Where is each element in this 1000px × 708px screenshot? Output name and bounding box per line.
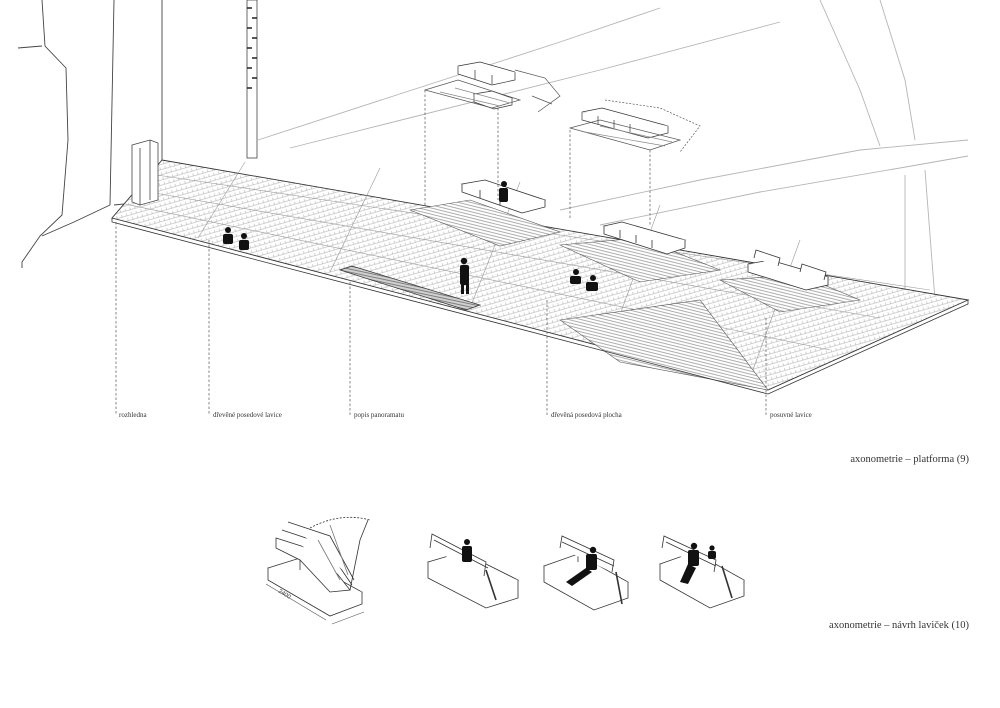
bench-detail-upper	[423, 61, 561, 113]
platform-deck	[111, 159, 970, 395]
tower-mast	[246, 0, 258, 159]
panorama-strip	[338, 265, 482, 311]
bench-design-1	[426, 533, 520, 609]
deck-benches	[460, 179, 830, 291]
bench-detail-right	[568, 99, 701, 153]
bench-design-2	[543, 535, 629, 611]
bench-design-exploded	[265, 516, 371, 625]
projection-lines	[115, 90, 767, 415]
label-drevena-plocha: dřevěná posedová plocha	[551, 411, 622, 419]
entrance-pillar	[131, 139, 159, 206]
label-drevene-lavice: dřevěné posedové lavice	[213, 411, 282, 419]
label-popis-panoramatu: popis panoramatu	[354, 411, 404, 419]
people-silhouettes	[223, 181, 598, 294]
label-posuvne-lavice: posuvné lavice	[770, 411, 812, 419]
building-outline	[17, 0, 163, 268]
caption-platform: axonometrie – platforma (9)	[850, 454, 969, 465]
label-rozhledna: rozhledna	[119, 411, 147, 419]
bench-design-3	[659, 535, 745, 609]
terrain-lines	[257, 0, 969, 301]
caption-benches: axonometrie – návrh laviček (10)	[829, 620, 969, 631]
